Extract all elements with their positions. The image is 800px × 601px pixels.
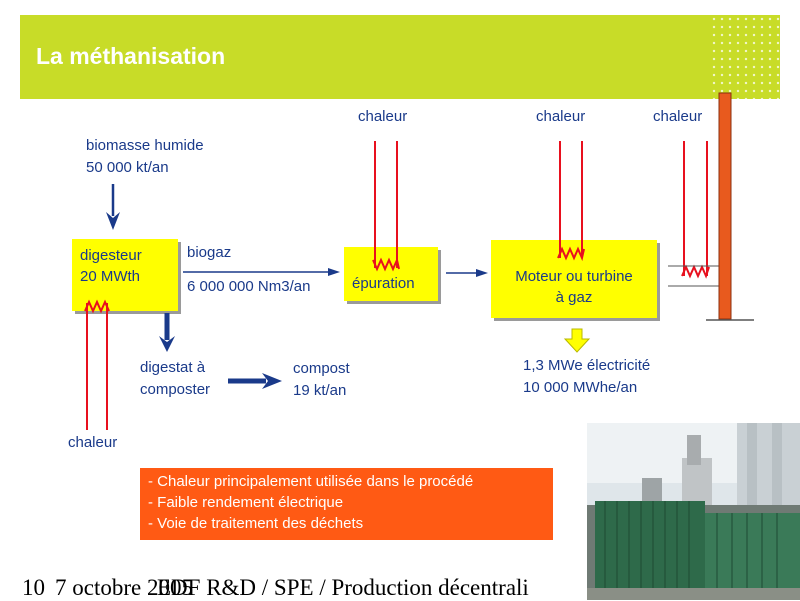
biomass-input-name: biomasse humide — [86, 137, 204, 154]
purification-heat-pipe — [372, 141, 400, 272]
compost-name: compost — [293, 360, 350, 377]
engine-label: Moteur ou turbine à gaz — [491, 266, 657, 308]
digestate-down-arrow — [159, 313, 175, 352]
digester-name: digesteur — [80, 247, 142, 264]
composting-arrow — [228, 373, 282, 389]
biogas-arrow — [183, 268, 340, 276]
purified-gas-arrow — [446, 269, 488, 277]
title-banner — [20, 15, 780, 99]
engine-name-line1: Moteur ou turbine — [515, 268, 633, 285]
biogas-flow-label: 6 000 000 Nm3/an — [187, 278, 311, 295]
electricity-label: 1,3 MWe électricité 10 000 MWhe/an — [523, 355, 650, 399]
footer-organization: EDF R&D / SPE / Production décentrali — [157, 575, 529, 600]
digester-power: 20 MWth — [80, 268, 141, 285]
digester-heat-pipe — [84, 299, 110, 430]
compost-quantity: 19 kt/an — [293, 382, 347, 399]
footer-date: 7 octobre 2005 — [55, 575, 193, 600]
purification-box — [344, 247, 438, 301]
biomass-input-arrow — [106, 184, 120, 230]
digestate-line2: composter — [140, 381, 211, 398]
heat-label-exhaust: chaleur — [653, 108, 703, 125]
biogas-plant-photo — [587, 423, 800, 600]
footer-page-number: 10 — [22, 575, 45, 600]
heat-label-digester: chaleur — [68, 434, 118, 451]
purification-label: épuration — [352, 275, 415, 292]
digester-label: digesteur 20 MWth — [80, 245, 142, 287]
electricity-energy: 10 000 MWhe/an — [523, 379, 638, 396]
digestate-line1: digestat à — [140, 359, 206, 376]
biomass-input-label: biomasse humide 50 000 kt/an — [86, 135, 204, 179]
chimney-stack — [706, 92, 754, 321]
biogas-label: biogaz — [187, 244, 232, 261]
engine-box — [491, 240, 657, 318]
digester-box — [72, 239, 178, 311]
biomass-input-quantity: 50 000 kt/an — [86, 159, 169, 176]
engine-name-line2: à gaz — [555, 289, 593, 306]
note-item: - Voie de traitement des déchets — [148, 515, 364, 532]
electricity-power: 1,3 MWe électricité — [523, 357, 651, 374]
note-item: - Faible rendement électrique — [148, 494, 344, 511]
engine-heat-pipe — [557, 141, 585, 262]
digestate-label: digestat à composter — [140, 357, 210, 401]
heat-label-purification: chaleur — [358, 108, 408, 125]
heat-label-engine: chaleur — [536, 108, 586, 125]
page-title: La méthanisation — [36, 43, 226, 69]
compost-label: compost 19 kt/an — [293, 358, 350, 402]
banner-dot-pattern — [710, 15, 780, 99]
notes-box: - Chaleur principalement utilisée dans l… — [140, 468, 553, 540]
exhaust-heat-exchanger — [668, 141, 720, 287]
note-item: - Chaleur principalement utilisée dans l… — [148, 473, 474, 490]
electricity-output-arrow — [563, 328, 591, 353]
